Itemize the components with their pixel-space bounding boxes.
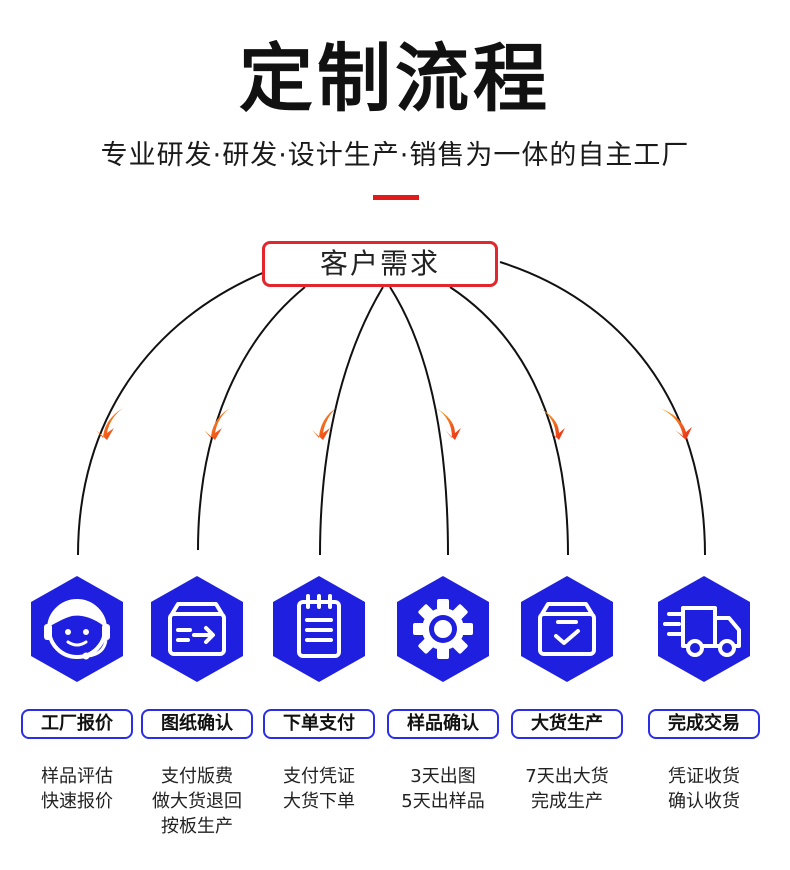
connector-curve-6 (499, 261, 706, 556)
step-desc-factory-quote: 样品评估 快速报价 (41, 766, 113, 812)
box-transfer-icon (151, 576, 243, 682)
step-desc-mass-production: 7天出大货 完成生产 (525, 766, 609, 812)
step-mass-production: 大货生产 7天出大货 完成生产 (502, 574, 632, 814)
gear-icon (397, 576, 489, 682)
customer-service-icon (31, 576, 123, 682)
step-desc-deal-complete: 凭证收货 确认收货 (668, 766, 740, 812)
step-label-mass-production: 大货生产 (511, 709, 623, 739)
connector-curve-1 (77, 271, 266, 556)
step-label-sample-confirm: 样品确认 (387, 709, 499, 739)
step-drawing-confirm: 图纸确认 支付版费 做大货退回 按板生产 (132, 574, 262, 839)
flow-arrow-6 (660, 408, 692, 440)
step-desc-sample-confirm: 3天出图 5天出样品 (401, 766, 485, 812)
flow-arrow-3 (312, 408, 336, 440)
customer-demand-node: 客户需求 (262, 241, 498, 287)
step-factory-quote: 工厂报价 样品评估 快速报价 (12, 574, 142, 814)
flow-arrow-5 (540, 408, 565, 440)
flow-arrow-4 (436, 408, 461, 440)
connector-curve-5 (449, 286, 569, 556)
title-divider (373, 195, 419, 200)
step-label-drawing-confirm: 图纸确认 (141, 709, 253, 739)
notepad-icon (273, 576, 365, 682)
flow-arrow-1 (96, 408, 123, 440)
step-deal-complete: 完成交易 凭证收货 确认收货 (639, 574, 769, 814)
step-sample-confirm: 样品确认 3天出图 5天出样品 (378, 574, 508, 814)
delivery-truck-icon (658, 576, 750, 682)
step-order-payment: 下单支付 支付凭证 大货下单 (254, 574, 384, 814)
step-desc-order-payment: 支付凭证 大货下单 (283, 766, 355, 812)
step-label-factory-quote: 工厂报价 (21, 709, 133, 739)
step-label-deal-complete: 完成交易 (648, 709, 760, 739)
flow-arrow-2 (204, 408, 230, 440)
connector-curve-4 (389, 286, 449, 556)
step-desc-drawing-confirm: 支付版费 做大货退回 按板生产 (152, 766, 242, 837)
step-label-order-payment: 下单支付 (263, 709, 375, 739)
page-subtitle: 专业研发·研发·设计生产·销售为一体的自主工厂 (100, 140, 690, 171)
connector-curve-2 (197, 286, 306, 551)
connector-curve-3 (319, 286, 384, 556)
box-check-icon (521, 576, 613, 682)
page-title: 定制流程 (239, 36, 551, 122)
